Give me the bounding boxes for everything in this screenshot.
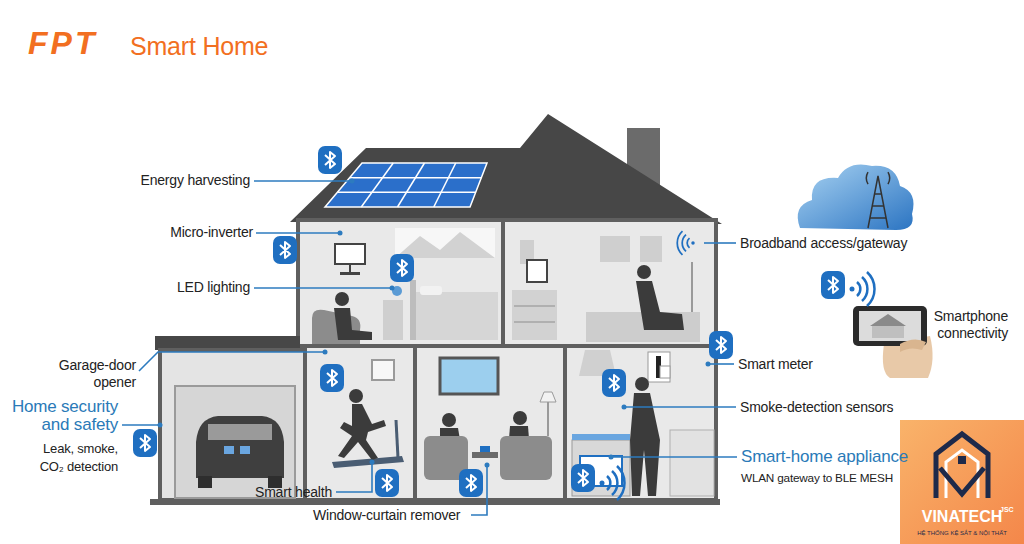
callout-label: Broadband access/gateway bbox=[740, 235, 907, 252]
callout-label: Smartphone connectivity bbox=[922, 308, 1008, 342]
callout-label: Leak, smoke, CO₂ detection bbox=[24, 440, 118, 476]
brand-logo: FPT bbox=[28, 24, 97, 62]
watermark-text: JSC bbox=[1000, 506, 1014, 513]
brand-name: Smart Home bbox=[130, 31, 268, 61]
callout-label: Smart meter bbox=[738, 356, 813, 373]
callout-label: Energy harvesting bbox=[141, 172, 250, 189]
watermark-subtext: HỆ THỐNG KỆ SẮT & NỘI THẤT bbox=[900, 530, 1024, 536]
watermark-logo bbox=[900, 420, 1024, 544]
section-label: Smart-home appliance bbox=[741, 447, 908, 466]
callout-label: Garage-door opener bbox=[46, 357, 136, 391]
callout-label: Micro-inverter bbox=[170, 224, 253, 241]
callout-label: Smart health bbox=[255, 484, 332, 501]
section-label: Home security and safety bbox=[2, 398, 118, 434]
watermark-box: VINATECHJSCHỆ THỐNG KỆ SẮT & NỘI THẤT bbox=[900, 420, 1024, 544]
callout-label: LED lighting bbox=[177, 279, 250, 296]
callout-label: Window-curtain remover bbox=[313, 507, 460, 524]
callout-label: WLAN gateway to BLE MESH bbox=[741, 469, 893, 486]
callout-label: Smoke-detection sensors bbox=[740, 399, 893, 416]
